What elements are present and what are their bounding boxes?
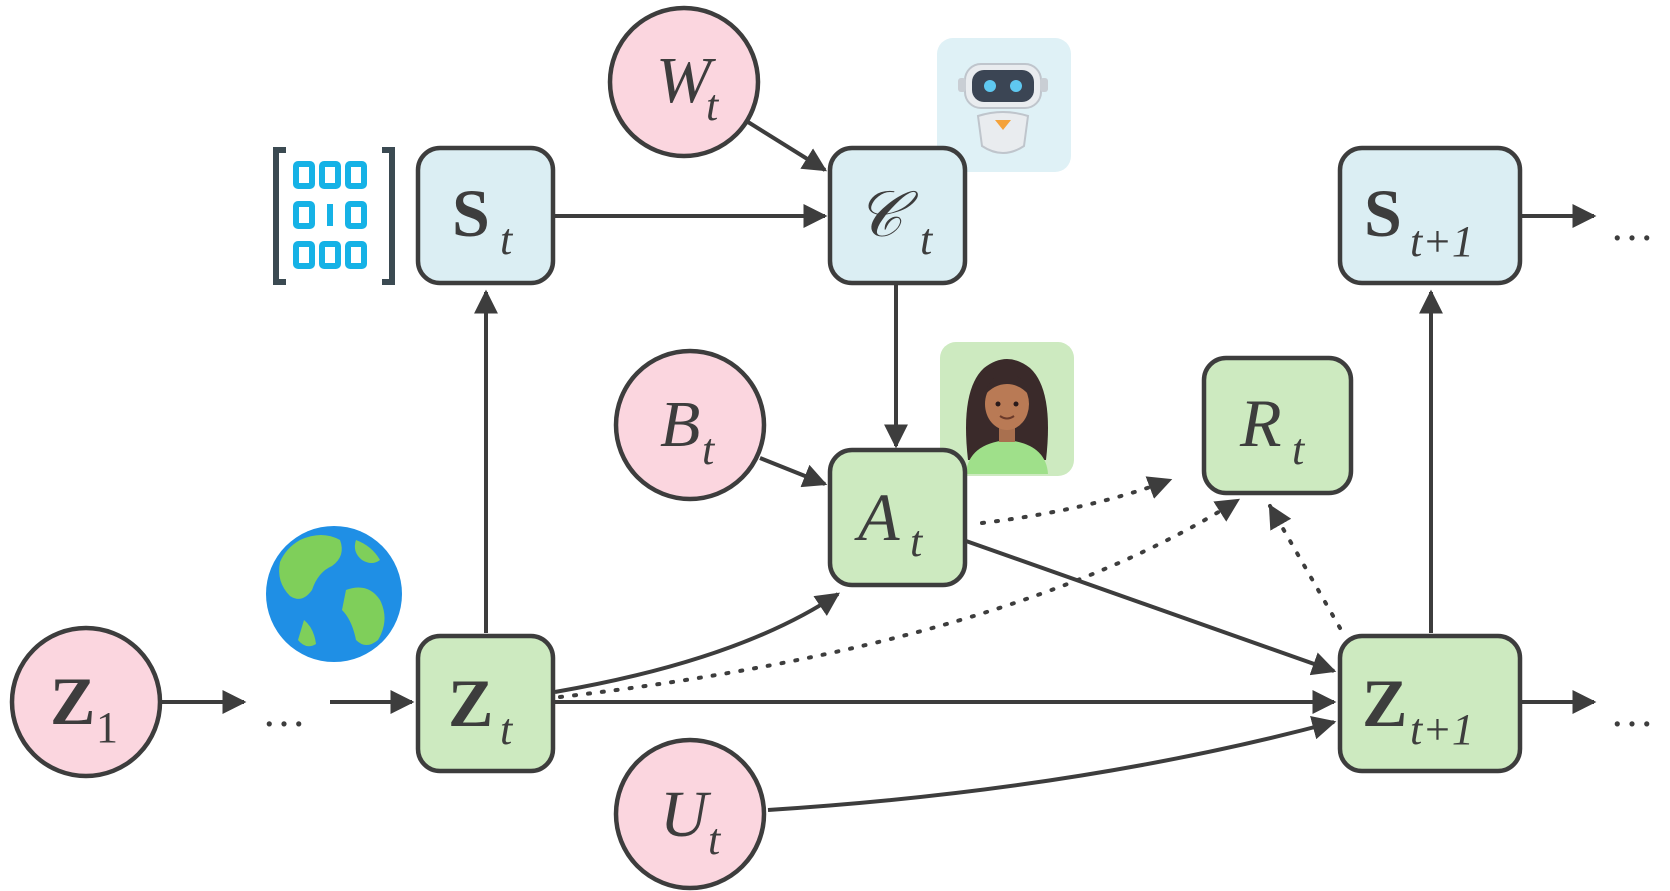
node-z2-main: Z	[1362, 665, 1407, 741]
edge-zt-to-r-dotted	[558, 498, 1241, 699]
node-s1-main: S	[1364, 175, 1402, 251]
person-icon	[940, 342, 1074, 476]
node-z-sub: t	[500, 705, 514, 754]
node-s-main: S	[452, 175, 490, 251]
node-b: B t	[613, 348, 767, 502]
edge-zt1-to-r-dotted	[1268, 503, 1342, 630]
node-s: S t	[415, 145, 556, 286]
node-a-main: A	[854, 479, 900, 555]
node-w-sub: t	[706, 81, 720, 130]
node-c-sub: t	[920, 215, 934, 264]
node-r-main: R	[1239, 385, 1282, 461]
node-u-main: U	[660, 778, 712, 851]
ellipsis-top-right: …	[1610, 201, 1654, 250]
edge-w-to-c	[746, 120, 828, 172]
ellipsis-left: …	[262, 687, 306, 736]
edge-a-to-zt1	[965, 539, 1337, 676]
edge-b-to-a	[759, 456, 828, 488]
node-s-sub: t	[500, 215, 514, 264]
node-b-main: B	[660, 388, 700, 461]
node-u-sub: t	[708, 815, 722, 864]
node-a: A t	[827, 447, 968, 588]
node-r-sub: t	[1292, 425, 1306, 474]
node-z1-main: Z	[50, 663, 95, 739]
binary-matrix-icon	[273, 147, 395, 285]
node-s1: S t+1	[1337, 145, 1523, 286]
node-z2-sub: t+1	[1410, 705, 1474, 754]
node-w-main: W	[656, 44, 716, 117]
node-w: W t	[607, 5, 761, 159]
ellipsis-bottom-right: …	[1610, 687, 1654, 736]
node-z-main: Z	[448, 665, 493, 741]
edge-zt-to-a	[554, 592, 840, 694]
edge-u-to-zt1	[767, 715, 1337, 812]
node-z: Z t	[415, 633, 556, 774]
earth-globe-icon	[266, 526, 402, 662]
robot-icon	[937, 38, 1071, 172]
node-z1: Z 1	[9, 625, 163, 779]
node-r: R t	[1201, 355, 1354, 496]
node-a-sub: t	[910, 517, 924, 566]
node-z2: Z t+1	[1337, 633, 1523, 774]
node-u: U t	[613, 737, 767, 891]
edges	[162, 120, 1597, 812]
node-s1-sub: t+1	[1410, 217, 1474, 266]
edge-a-to-r-dotted	[980, 476, 1173, 525]
node-b-sub: t	[702, 425, 716, 474]
node-c: 𝒞 t	[827, 145, 968, 286]
node-z1-sub: 1	[96, 703, 118, 752]
